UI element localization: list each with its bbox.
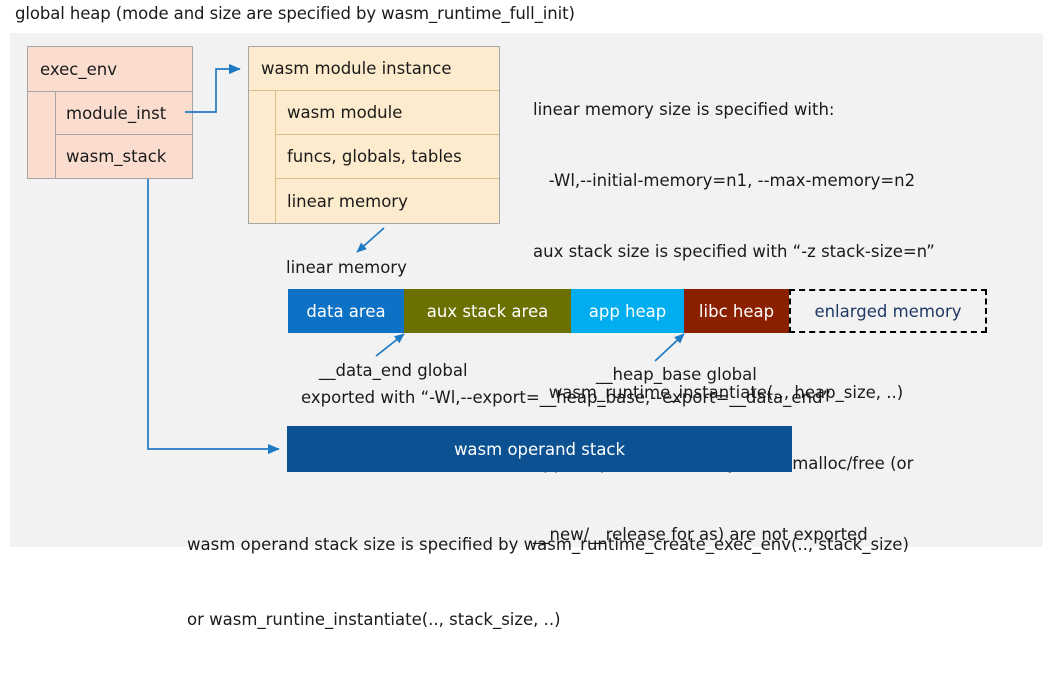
diagram-canvas: global heap (mode and size are specified… xyxy=(10,4,1043,629)
info-line-2: aux stack size is specified with “-z sta… xyxy=(533,241,935,261)
info-line-4: wasm_runtime_instantiate(.., heap_size, … xyxy=(533,383,904,403)
memory-segment-libc-heap: libc heap xyxy=(684,289,789,333)
exec-env-field-wasm-stack: wasm_stack xyxy=(66,147,167,166)
memory-segment-app-heap: app heap xyxy=(571,289,684,333)
module-instance-field-linear-memory: linear memory xyxy=(287,191,408,211)
info-line-0: linear memory size is specified with: xyxy=(533,100,835,120)
exec-env-field-module-inst: module_inst xyxy=(56,92,192,135)
operand-stack-info-text: wasm operand stack size is specified by … xyxy=(187,482,909,682)
bottom-line-1: or wasm_runtine_instantiate(.., stack_si… xyxy=(187,610,561,629)
module-instance-field-funcs-globals-tables: funcs, globals, tables xyxy=(276,135,499,179)
module-instance-indent-column xyxy=(249,91,276,223)
memory-segment-data-area: data area xyxy=(288,289,404,333)
wasm-operand-stack-box: wasm operand stack xyxy=(287,426,792,472)
exec-env-header: exec_env xyxy=(28,47,192,92)
info-line-6: __new/__release for as) are not exported xyxy=(533,524,868,544)
annotation-exported-with: exported with “-Wl,--export=__heap_base,… xyxy=(301,388,831,407)
annotation-heap-base-global: __heap_base global xyxy=(596,365,757,384)
exec-env-box: exec_env module_inst wasm_stack xyxy=(27,46,193,179)
linear-memory-bar: data area aux stack area app heap libc h… xyxy=(288,289,987,333)
linear-memory-caption: linear memory xyxy=(286,258,407,277)
memory-segment-enlarged-memory: enlarged memory xyxy=(789,289,987,333)
bottom-line-0: wasm operand stack size is specified by … xyxy=(187,535,909,554)
wasm-module-instance-box: wasm module instance wasm module funcs, … xyxy=(248,46,500,224)
module-instance-field-wasm-module: wasm module xyxy=(276,91,499,135)
memory-segment-aux-stack-area: aux stack area xyxy=(404,289,571,333)
annotation-data-end-global: __data_end global xyxy=(319,361,468,380)
exec-env-indent-column xyxy=(28,92,56,178)
page-title: global heap (mode and size are specified… xyxy=(15,4,575,23)
wasm-module-instance-header: wasm module instance xyxy=(249,47,499,91)
info-line-1: -Wl,--initial-memory=n1, --max-memory=n2 xyxy=(533,170,916,190)
